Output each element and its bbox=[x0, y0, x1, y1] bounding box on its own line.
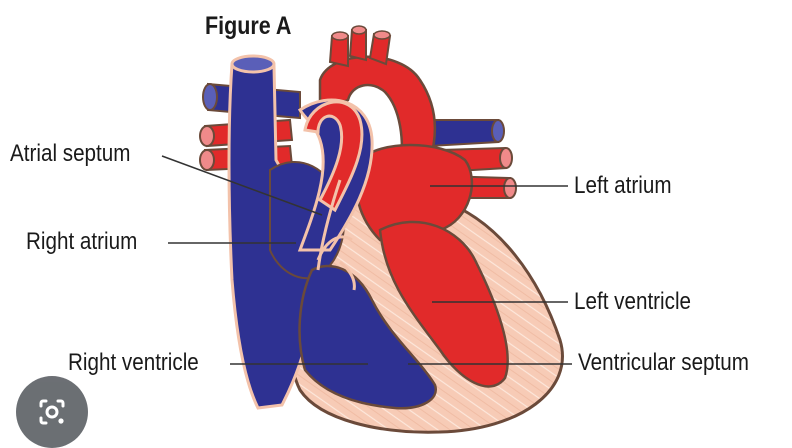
label-ventricular-septum: Ventricular septum bbox=[578, 349, 749, 376]
pointer-atrial-septum bbox=[161, 155, 323, 216]
label-left-ventricle: Left ventricle bbox=[574, 288, 692, 315]
blue-vessel-right bbox=[429, 119, 505, 148]
label-left-atrium: Left atrium bbox=[574, 172, 672, 199]
pointer-lines bbox=[161, 155, 572, 365]
lens-search-button[interactable] bbox=[16, 376, 88, 448]
label-right-atrium: Right atrium bbox=[26, 228, 138, 255]
label-atrial-septum: Atrial septum bbox=[10, 140, 131, 167]
left-atrium-chamber bbox=[354, 143, 474, 242]
camera-search-icon bbox=[39, 399, 65, 425]
right-ventricle-chamber bbox=[298, 264, 437, 410]
aortic-root bbox=[303, 100, 364, 213]
aorta bbox=[318, 25, 437, 172]
label-right-ventricle: Right ventricle bbox=[68, 349, 199, 376]
figure-title: Figure A bbox=[205, 12, 292, 40]
left-ventricle-chamber bbox=[378, 220, 509, 388]
septal-wall bbox=[316, 179, 342, 271]
